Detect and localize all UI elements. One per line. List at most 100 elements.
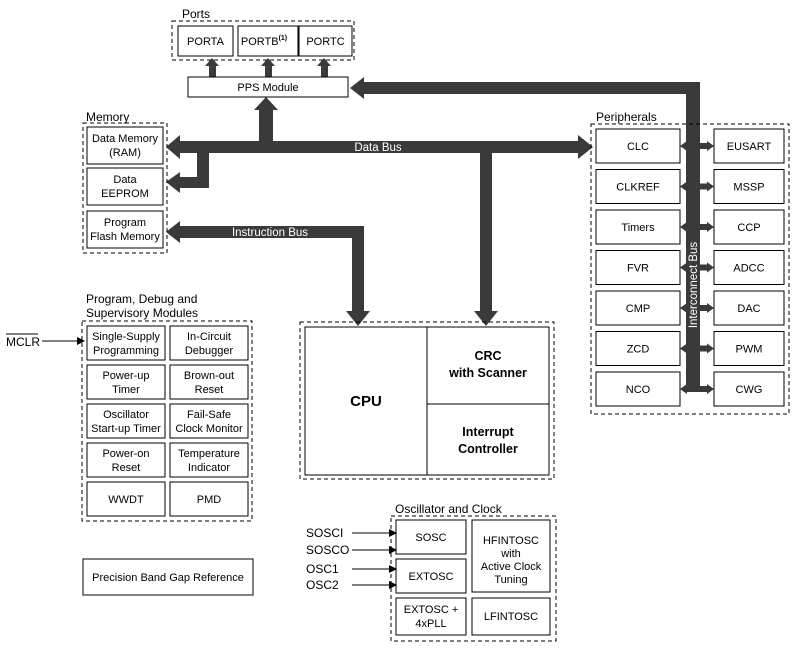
peripheral-label-right: ADCC (733, 263, 764, 275)
crc-label-2: with Scanner (448, 366, 527, 380)
debug-module-label-1: Brown-out (184, 370, 234, 382)
ports-frame (171, 20, 355, 61)
cpu-label: CPU (350, 393, 382, 410)
peripheral-box-left (595, 290, 681, 326)
peripheral-link-arrow-right (707, 303, 714, 313)
debug-module-label-1: Oscillator (103, 409, 149, 421)
peripheral-label-right: PWM (736, 344, 763, 356)
debug-module-box (86, 403, 166, 439)
pps-porta-bus (209, 64, 216, 78)
pps-porta-arrow (205, 58, 219, 66)
peripheral-label-right: MSSP (733, 182, 764, 194)
debug-module-label-2: Timer (112, 384, 140, 396)
interconnect-arrow-pps (350, 77, 364, 99)
pps-bus-arrow (254, 97, 278, 110)
peripheral-link (686, 264, 708, 271)
debug-module-box (169, 481, 249, 517)
debug-module-box (86, 364, 166, 400)
porta-box (177, 25, 234, 57)
debug-module-label-2: Reset (112, 462, 141, 474)
pps-portc-arrow (317, 58, 331, 66)
peripheral-box-right (713, 371, 785, 407)
debug-module-label-2: Reset (195, 384, 224, 396)
pps-box (187, 76, 349, 98)
peripheral-label-left: CMP (626, 303, 650, 315)
debug-cells: Single-SupplyProgrammingIn-CircuitDebugg… (86, 325, 249, 517)
debug-title-2: Supervisory Modules (86, 306, 198, 320)
peripheral-link-arrow-left (680, 222, 687, 232)
peripheral-link-arrow-right (707, 343, 714, 354)
debug-module-label-1: Power-on (102, 448, 149, 460)
peripheral-label-right: EUSART (727, 141, 772, 153)
instruction-bus-arrow-down (346, 311, 370, 326)
memory-group: Memory Data Memory (RAM) Data EEPROM Pro… (82, 110, 168, 254)
peripheral-label-right: CWG (736, 384, 763, 396)
pll-label-2: 4xPLL (415, 618, 446, 630)
eeprom-bus-arrow (166, 172, 180, 193)
portc-label: PORTC (306, 36, 344, 48)
pll-box (395, 597, 467, 636)
flash-box (86, 210, 164, 249)
peripheral-link-arrow-right (707, 141, 714, 151)
debug-frame (81, 320, 253, 522)
peripherals-title: Peripherals (596, 110, 657, 124)
hfintosc-label-2: with (500, 548, 521, 560)
core-frame (299, 321, 555, 480)
portb-label: PORTB(1) (241, 35, 287, 48)
peripheral-box-right (713, 209, 785, 245)
pps-bus (259, 108, 273, 144)
peripheral-label-right: DAC (737, 303, 760, 315)
peripheral-box-left (595, 128, 681, 164)
porta-label: PORTA (187, 36, 225, 48)
peripheral-label-left: ZCD (627, 344, 650, 356)
debug-module-label-1: Power-up (102, 370, 149, 382)
crc-bus (480, 148, 492, 313)
peripheral-label-right: CCP (737, 222, 760, 234)
peripheral-link-arrow-left (680, 141, 687, 151)
instruction-bus-down (352, 232, 364, 313)
oscillator-title: Oscillator and Clock (395, 502, 503, 516)
pll-label-1: EXTOSC + (404, 604, 459, 616)
debug-module-box (169, 403, 249, 439)
peripheral-link-arrow-left (680, 181, 687, 192)
peripheral-link-arrow-right (707, 181, 714, 192)
peripheral-link-arrow-left (680, 303, 687, 313)
eeprom-bus-horizontal (178, 177, 209, 188)
debug-module-label-1: Temperature (178, 448, 240, 460)
peripheral-box-left (595, 209, 681, 245)
peripheral-label-left: CLKREF (616, 182, 660, 194)
memory-title: Memory (86, 110, 129, 124)
flash-label-2: Flash Memory (90, 231, 160, 243)
peripheral-box-right (713, 169, 785, 204)
crc-bus-arrow (474, 311, 498, 326)
instruction-bus-arrow (166, 221, 180, 243)
peripheral-label-left: FVR (627, 263, 649, 275)
memory-frame (82, 122, 168, 254)
oscillator-input-label: OSC2 (306, 578, 339, 592)
ports-title: Ports (182, 7, 210, 21)
pps-portb-arrow (261, 58, 275, 66)
core-group: CPU CRC with Scanner Interrupt Controlle… (299, 321, 555, 480)
data-bus-arrow-right (578, 135, 593, 159)
sosc-box (395, 519, 467, 555)
ram-label-1: Data Memory (92, 133, 159, 145)
data-bus-arrow-left (166, 135, 180, 159)
oscillator-group: Oscillator and Clock SOSC EXTOSC EXTOSC … (306, 502, 557, 642)
extosc-box (395, 558, 467, 594)
interconnect-bus-label: Interconnect Bus (688, 242, 700, 329)
peripheral-link (686, 143, 708, 149)
peripheral-link-arrow-right (707, 222, 714, 232)
peripheral-box-right (713, 128, 785, 164)
peripherals-frame (590, 123, 790, 415)
peripheral-link (686, 224, 708, 230)
debug-module-label-1: WWDT (108, 494, 144, 506)
debug-module-label-1: Fail-Safe (187, 409, 231, 421)
data-bus-label: Data Bus (354, 142, 402, 154)
mclr-label: MCLR (6, 335, 40, 349)
debug-module-label-1: In-Circuit (187, 331, 231, 343)
debug-module-label-1: PMD (197, 494, 222, 506)
peripheral-box-right (713, 250, 785, 285)
debug-module-label-2: Debugger (185, 345, 234, 357)
